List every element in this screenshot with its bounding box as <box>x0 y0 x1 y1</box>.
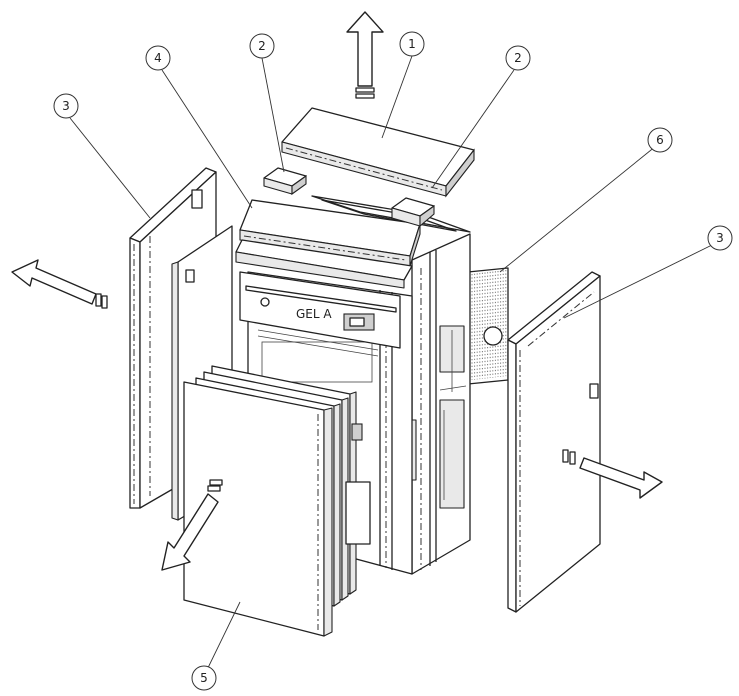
removal-arrow-left <box>11 259 108 309</box>
top-cover-panel <box>281 107 475 198</box>
door-latch-upper <box>351 423 363 441</box>
callout-6: 6 <box>647 127 673 153</box>
callout-5: 5 <box>191 665 217 691</box>
svg-text:1: 1 <box>408 37 416 51</box>
svg-text:5: 5 <box>200 671 208 685</box>
grille-round-port <box>483 326 503 346</box>
top-spacer-block-left <box>263 167 307 196</box>
removal-arrow-right <box>562 449 663 499</box>
callout-1: 1 <box>399 31 425 57</box>
top-spacer-block-right <box>391 197 435 228</box>
svg-text:6: 6 <box>656 133 664 147</box>
front-door-stack <box>183 365 371 637</box>
svg-text:4: 4 <box>154 51 162 65</box>
control-knob <box>260 297 270 307</box>
callout-3-right: 3 <box>707 225 733 251</box>
removal-arrow-up <box>346 11 384 99</box>
rear-grille-panel <box>467 267 509 385</box>
svg-text:3: 3 <box>716 231 724 245</box>
callout-2-left: 2 <box>249 33 275 59</box>
svg-text:3: 3 <box>62 99 70 113</box>
callout-4: 4 <box>145 45 171 71</box>
callout-2-right: 2 <box>505 45 531 71</box>
lower-access-box <box>345 481 371 545</box>
right-side-panel <box>507 271 601 613</box>
svg-text:2: 2 <box>258 39 266 53</box>
top-insulation-slab <box>235 199 421 289</box>
callout-3-left: 3 <box>53 93 79 119</box>
callout-leaders <box>69 55 715 677</box>
removal-arrow-down-left <box>161 479 223 571</box>
svg-text:2: 2 <box>514 51 522 65</box>
control-panel-brand: GEL A <box>296 307 332 321</box>
